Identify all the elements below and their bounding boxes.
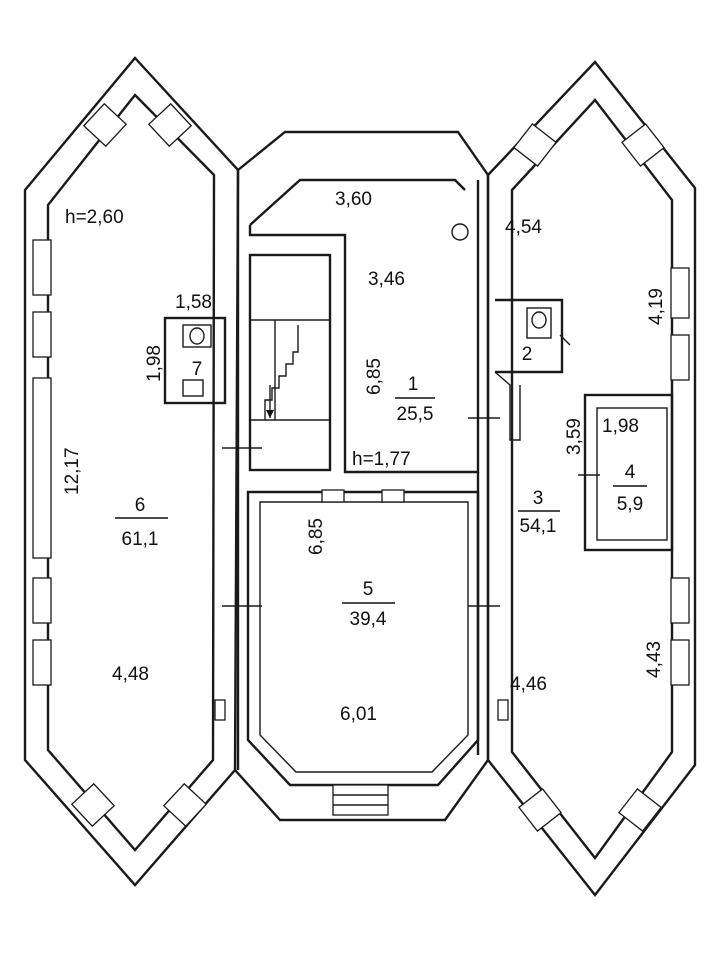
room-5-area: 39,4: [350, 609, 387, 630]
dimension-4-48: 4,48: [112, 664, 149, 685]
room-4-area: 5,9: [617, 494, 643, 515]
room-6-area: 61,1: [122, 529, 159, 550]
dimension-12-17: 12,17: [62, 447, 83, 495]
stairs: [250, 319, 330, 421]
room-6-number: 6: [135, 495, 146, 516]
dimension-1-58: 1,58: [175, 292, 212, 313]
room-5-number: 5: [363, 579, 374, 600]
toilet-icon: [526, 307, 571, 346]
dimension-4-46: 4,46: [510, 674, 547, 695]
toilet-icon: [182, 324, 212, 397]
room-7-number: 7: [192, 359, 203, 380]
door-openings: [214, 223, 600, 721]
dimension-6-01: 6,01: [340, 704, 377, 725]
room-1-number: 1: [408, 374, 419, 395]
dimension-4-43: 4,43: [644, 641, 665, 678]
room-3-area: 54,1: [520, 516, 557, 537]
room-4-number: 4: [625, 462, 636, 483]
room-1-area: 25,5: [397, 404, 434, 425]
windows: [32, 102, 690, 832]
dimension-3-60: 3,60: [335, 189, 372, 210]
room-2-number: 2: [522, 344, 533, 365]
dimension-3-46: 3,46: [368, 269, 405, 290]
outer-walls: [23, 56, 697, 897]
dimension-6-85-mid: 6,85: [306, 518, 327, 555]
room-3-number: 3: [533, 488, 544, 509]
dimension-6-85-top: 6,85: [364, 358, 385, 395]
interior-walls: [163, 170, 674, 787]
dimension-1-98-left: 1,98: [144, 345, 165, 382]
height-label-center: h=1,77: [352, 449, 411, 470]
dimension-4-19: 4,19: [646, 288, 667, 325]
dimension-1-98-right: 1,98: [602, 416, 639, 437]
dimension-4-54: 4,54: [505, 217, 542, 238]
height-label-left: h=2,60: [65, 207, 124, 228]
dimension-3-59: 3,59: [564, 418, 585, 455]
